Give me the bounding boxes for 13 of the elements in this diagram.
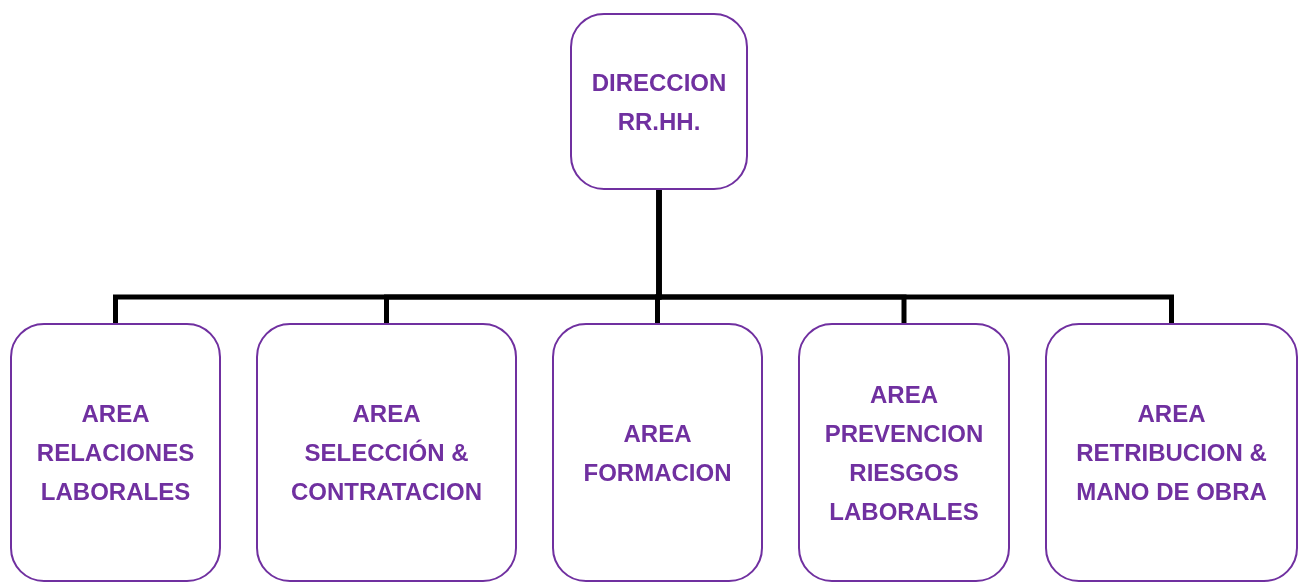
connector-line [656,190,1174,323]
node-label: DIRECCION RR.HH. [591,67,727,137]
department-box [10,323,221,582]
node-label: AREA FORMACION [583,418,732,488]
node-label: AREA PREVENCION RIESGOS LABORALES [824,379,984,527]
department-box [552,323,763,582]
node-label: AREA RELACIONES LABORALES [36,399,195,507]
director-box [570,13,748,190]
department-box [1045,323,1298,582]
node-label: AREA SELECCIÓN & CONTRATACION [290,399,483,507]
department-box [256,323,517,582]
department-box [798,323,1010,582]
node-label: AREA RETRIBUCION & MANO DE OBRA [1075,399,1268,507]
